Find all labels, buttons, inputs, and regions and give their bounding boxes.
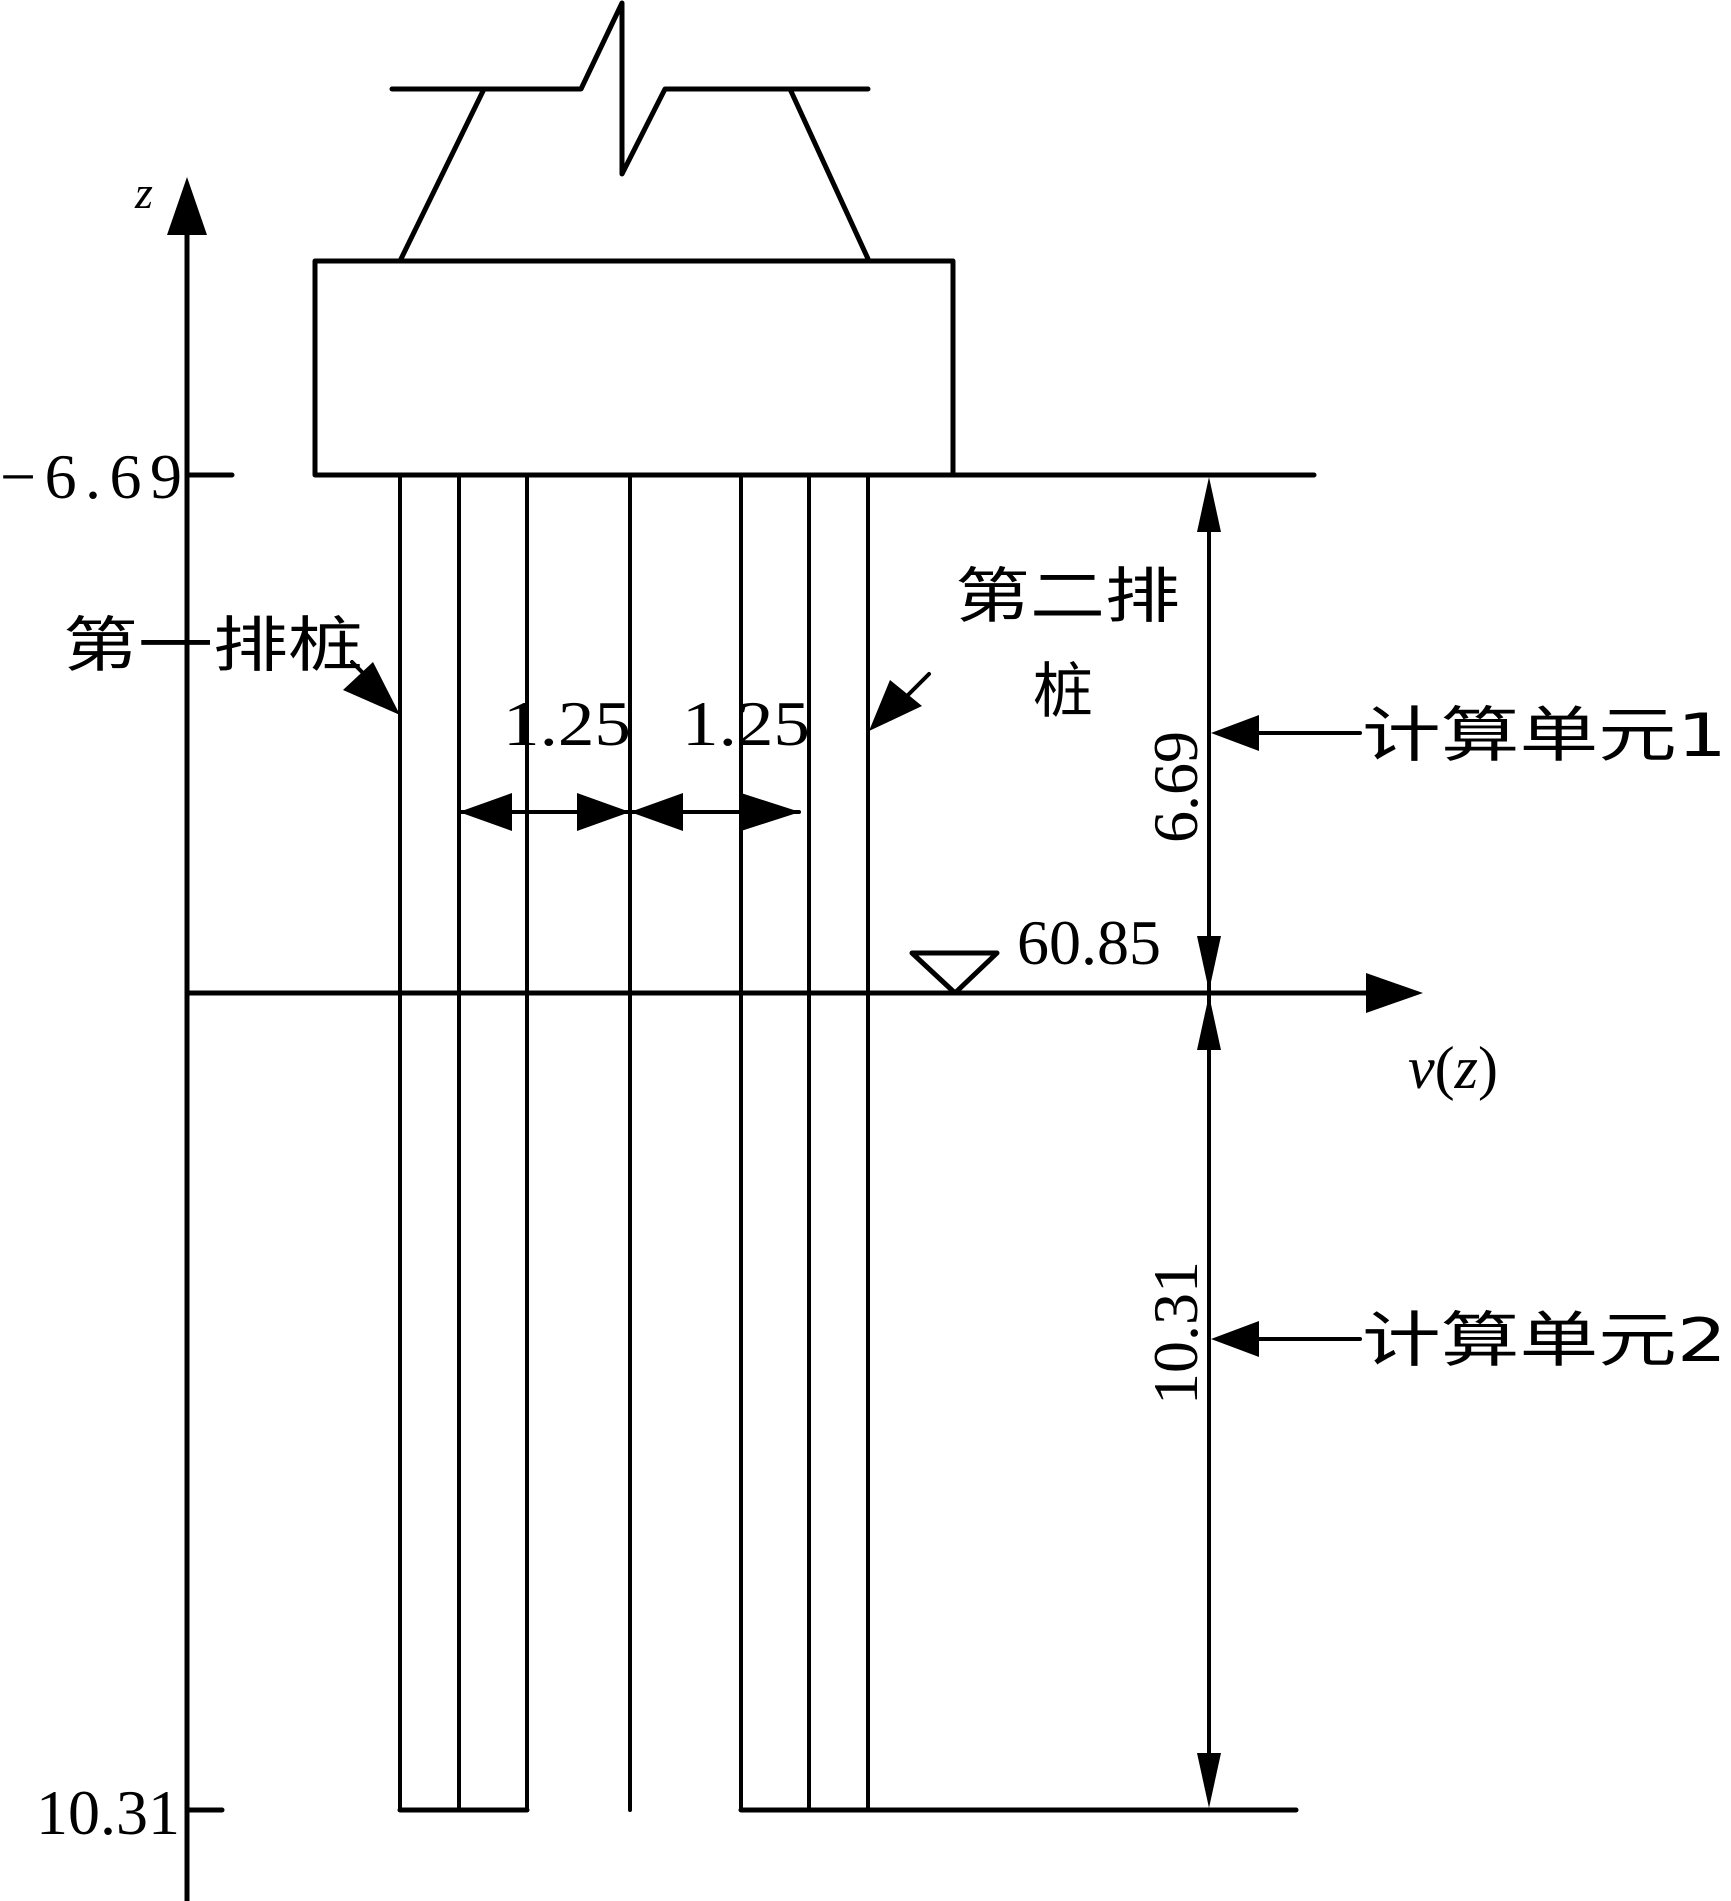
unit2-height-value: 10.31 xyxy=(1140,1261,1211,1405)
v-axis-label-var: v xyxy=(1408,1035,1435,1101)
first-row-leader-arrowhead-icon xyxy=(343,662,400,715)
v-axis: v(z) xyxy=(184,973,1498,1101)
calc-unit-2-callout: 计算单元2 xyxy=(1211,1306,1727,1376)
second-row-leader-arrowhead-icon xyxy=(869,680,922,731)
second-row-leader-line xyxy=(903,672,931,700)
z-axis-label: z xyxy=(134,167,153,218)
water-level: 60.85 xyxy=(909,907,1161,996)
superstructure xyxy=(389,0,872,264)
calc-unit-1-label: 计算单元1 xyxy=(1362,701,1727,771)
z-axis: z −6.69 10.31 xyxy=(0,167,235,1901)
unit1-height-value: 6.69 xyxy=(1140,731,1211,843)
piles xyxy=(397,473,1299,1813)
vertical-dimensions: 6.69 10.31 xyxy=(1140,477,1221,1808)
pile-cap xyxy=(312,258,956,478)
calc-unit-1-arrowhead-icon xyxy=(1211,715,1259,751)
calc-unit-2-label: 计算单元2 xyxy=(1362,1306,1727,1376)
spacing-dimensions: 1.25 1.25 xyxy=(457,688,810,831)
embankment-left-slope xyxy=(397,86,487,264)
second-row-label-group: 第二排 桩 xyxy=(869,562,1180,731)
v-axis-label-open-paren: ( xyxy=(1435,1035,1455,1101)
spacing-left-arrow-right-icon xyxy=(577,793,630,831)
spacing-left-value: 1.25 xyxy=(503,688,631,759)
spacing-right-value: 1.25 xyxy=(682,688,810,759)
v-axis-label: v(z) xyxy=(1408,1035,1498,1101)
tick-label-top: −6.69 xyxy=(0,441,182,512)
v-axis-arrowhead-icon xyxy=(1366,973,1423,1013)
water-level-triangle-icon xyxy=(909,950,1000,996)
unit2-top-arrow-icon xyxy=(1197,995,1221,1050)
spacing-right-arrow-right-icon xyxy=(741,793,800,831)
unit2-bottom-arrow-icon xyxy=(1197,1753,1221,1808)
calc-unit-1-callout: 计算单元1 xyxy=(1211,701,1727,771)
water-level-value: 60.85 xyxy=(1017,907,1161,978)
first-row-piles-label: 第一排桩 xyxy=(63,611,363,681)
second-row-piles-label-line2: 桩 xyxy=(1033,657,1093,727)
embankment-right-slope xyxy=(787,86,872,264)
spacing-left-arrow-left-icon xyxy=(459,793,512,831)
second-row-piles-label-line1: 第二排 xyxy=(955,562,1180,632)
unit1-bottom-arrow-icon xyxy=(1197,936,1221,991)
first-row-label-group: 第一排桩 xyxy=(63,611,400,715)
tick-label-bottom: 10.31 xyxy=(36,1777,180,1848)
v-axis-label-close-paren: ) xyxy=(1478,1035,1498,1101)
v-axis-label-arg: z xyxy=(1454,1035,1478,1101)
spacing-right-arrow-left-icon xyxy=(630,793,683,831)
unit1-top-arrow-icon xyxy=(1197,477,1221,532)
z-axis-arrowhead-icon xyxy=(167,177,207,235)
embankment-top-left xyxy=(389,0,871,177)
calc-unit-2-arrowhead-icon xyxy=(1211,1321,1259,1357)
